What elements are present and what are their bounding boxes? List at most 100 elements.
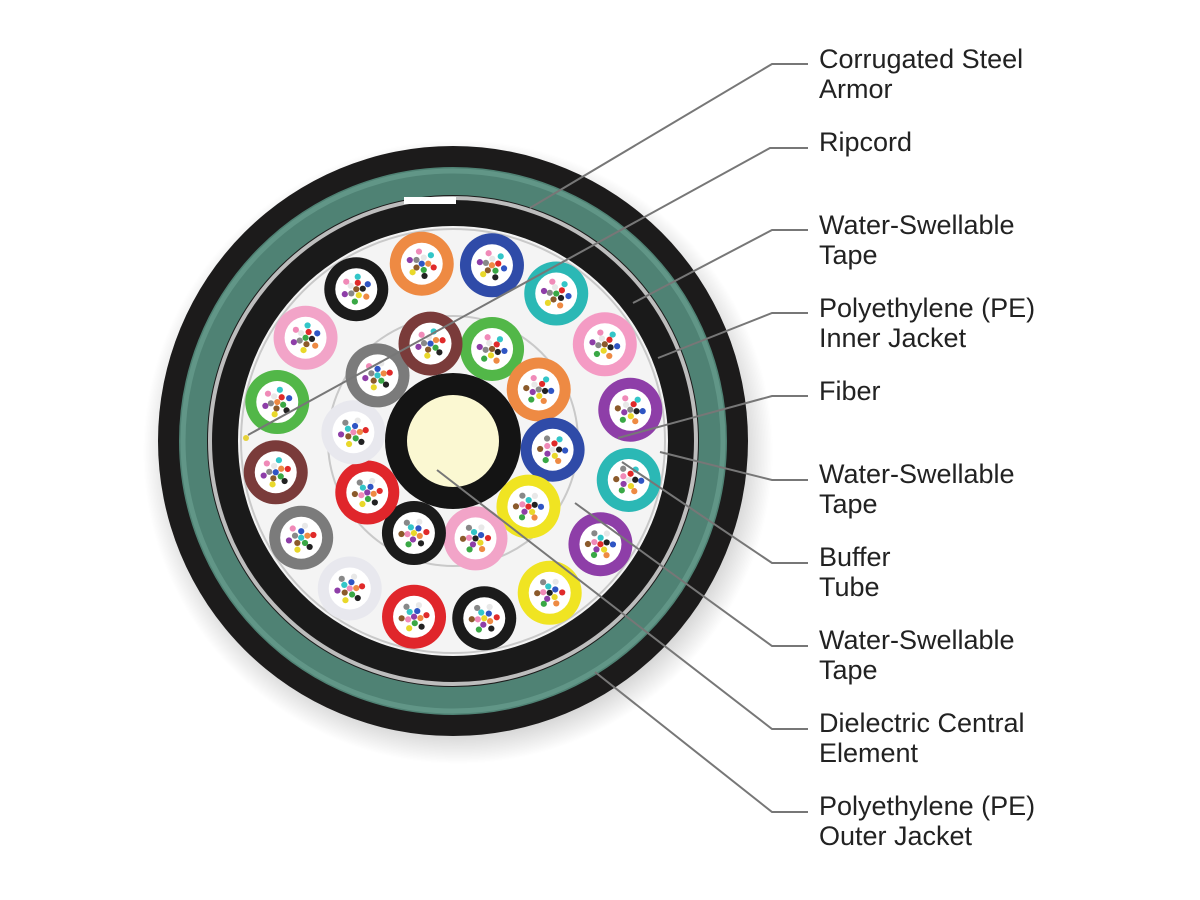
fiber: [398, 615, 405, 622]
fiber: [418, 331, 425, 338]
fiber: [294, 539, 301, 547]
fiber: [427, 252, 435, 259]
fiber: [557, 294, 565, 302]
label-line: Fiber: [819, 376, 881, 406]
fiber: [306, 543, 313, 551]
fiber: [421, 272, 428, 280]
fiber: [404, 531, 411, 538]
buffer-tube: [443, 506, 508, 571]
fiber: [345, 433, 352, 440]
fiber: [620, 480, 627, 488]
label-line: Buffer: [819, 542, 891, 572]
leader-line-dielectric-central-element: [436, 469, 808, 730]
buffer-tube: [520, 417, 585, 482]
fiber: [609, 331, 616, 338]
fiber: [540, 600, 547, 607]
fiber: [631, 488, 638, 495]
fiber: [603, 539, 610, 546]
buffer-tube: [517, 560, 582, 625]
fiber: [590, 551, 598, 559]
fiber: [298, 528, 305, 535]
fiber: [477, 531, 485, 539]
fiber: [341, 581, 348, 589]
fiber: [606, 336, 613, 343]
fiber: [540, 287, 548, 295]
fiber: [633, 408, 640, 415]
buffer-tube: [381, 501, 446, 566]
fiber: [525, 497, 532, 504]
fiber: [413, 264, 420, 271]
fiber: [409, 269, 416, 276]
fiber: [277, 473, 284, 480]
fiber: [260, 472, 267, 479]
buffer-tube: [324, 257, 389, 322]
fiber: [414, 607, 421, 615]
fiber: [297, 329, 305, 337]
fiber: [465, 524, 473, 531]
fiber: [356, 479, 363, 486]
fiber: [551, 440, 558, 447]
fiber: [600, 347, 607, 354]
fiber: [304, 532, 311, 539]
fiber: [427, 340, 434, 347]
label-line: Corrugated Steel: [819, 44, 1024, 74]
buffer-tube: [452, 586, 517, 651]
fiber: [543, 435, 551, 442]
fiber: [370, 490, 377, 497]
fiber: [354, 417, 361, 424]
leader-lines: [247, 63, 808, 813]
fiber: [538, 380, 546, 388]
fiber: [350, 429, 357, 436]
fiber: [595, 342, 602, 349]
fiber: [558, 287, 566, 294]
fiber: [545, 583, 552, 590]
fiber: [314, 330, 321, 337]
fiber: [368, 370, 375, 377]
fiber: [551, 452, 558, 459]
fiber: [346, 585, 353, 592]
fiber: [284, 465, 291, 473]
fiber: [376, 487, 383, 495]
buffer-tube: [345, 343, 410, 408]
fiber: [364, 281, 371, 288]
fiber: [382, 381, 390, 388]
fiber: [549, 446, 556, 453]
fiber: [432, 344, 439, 351]
fiber: [415, 248, 423, 255]
buffer-tube: [506, 357, 571, 422]
fiber: [601, 546, 608, 553]
fiber: [415, 525, 422, 532]
fiber: [403, 519, 410, 526]
fiber: [550, 296, 557, 303]
fiber: [294, 546, 301, 553]
fiber: [537, 503, 545, 510]
fiber: [544, 299, 552, 306]
fiber: [267, 400, 274, 407]
label-pe-outer-jacket: Polyethylene (PE)Outer Jacket: [819, 791, 1035, 851]
corrugated-steel-armor-layer: [179, 167, 727, 715]
fiber: [632, 476, 639, 483]
fiber: [482, 259, 490, 267]
fiber: [549, 278, 556, 285]
fiber: [486, 340, 493, 347]
fiber: [597, 329, 604, 336]
fiber: [543, 376, 550, 383]
fiber: [406, 608, 413, 616]
buffer-tube: [598, 377, 663, 442]
buffer-tube: [269, 505, 334, 570]
fiber: [416, 532, 423, 540]
fiber: [380, 370, 387, 377]
armor-highlight: [180, 168, 726, 714]
fiber: [371, 499, 378, 506]
fiber: [345, 440, 353, 448]
fiber: [398, 530, 405, 538]
fiber: [367, 483, 374, 490]
fiber: [478, 545, 486, 553]
fiber: [552, 586, 559, 593]
fiber: [338, 575, 345, 582]
fiber: [416, 518, 423, 525]
fiber: [601, 341, 608, 348]
fiber: [519, 492, 526, 499]
